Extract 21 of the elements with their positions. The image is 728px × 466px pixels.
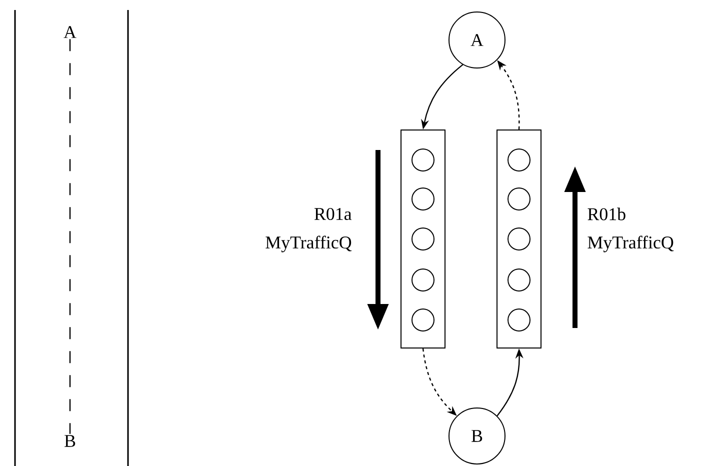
queue-label: MyTrafficQ (266, 236, 352, 252)
circle-symbol (412, 148, 434, 172)
circle-node: A (448, 12, 506, 68)
dashed-line (69, 39, 71, 434)
circle-node: B (448, 408, 506, 464)
circle-symbol (508, 188, 530, 210)
circle-symbol (412, 308, 434, 332)
circle-symbol (508, 268, 530, 292)
circle-symbol (508, 148, 530, 172)
circle-symbol (508, 308, 530, 332)
node-label: A (64, 26, 76, 38)
circle-symbol (412, 268, 434, 292)
circle-symbol (508, 228, 530, 250)
circle-symbol (412, 228, 434, 250)
queue-label: R01a (314, 208, 352, 220)
queue-label: R01b (588, 208, 626, 220)
queue-label: MyTrafficQ (588, 236, 674, 252)
queue-box (496, 130, 542, 348)
queue-box (400, 130, 446, 348)
node-label: B (64, 435, 76, 447)
circle-symbol (412, 188, 434, 210)
